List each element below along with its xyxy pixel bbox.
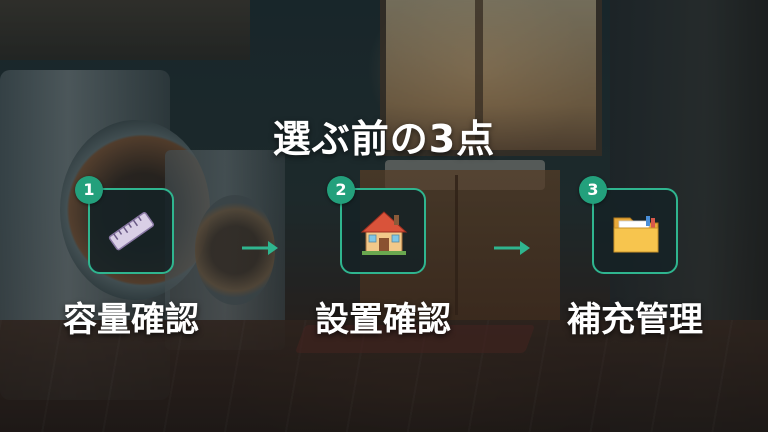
house-icon — [360, 211, 408, 255]
step-label: 設置確認 — [315, 300, 451, 340]
step-card — [340, 188, 426, 274]
step-number-badge: 2 — [327, 176, 355, 204]
step-number-badge: 3 — [579, 176, 607, 204]
step-card — [88, 188, 174, 274]
step-label: 補充管理 — [567, 300, 703, 340]
slide-title: 選ぶ前の3点 — [272, 117, 496, 161]
arrow-right-icon — [242, 241, 278, 255]
step-label: 容量確認 — [63, 300, 199, 340]
background-dryer-door — [195, 195, 275, 305]
background-cabinet-seam — [455, 175, 458, 315]
arrow-right-icon — [494, 241, 530, 255]
background-shelf — [0, 0, 250, 60]
background-window-frame — [475, 0, 483, 150]
step-number-badge: 1 — [75, 176, 103, 204]
step-card — [592, 188, 678, 274]
ruler-icon — [108, 212, 155, 251]
background-window — [380, 0, 602, 156]
folder-icon — [613, 216, 659, 253]
